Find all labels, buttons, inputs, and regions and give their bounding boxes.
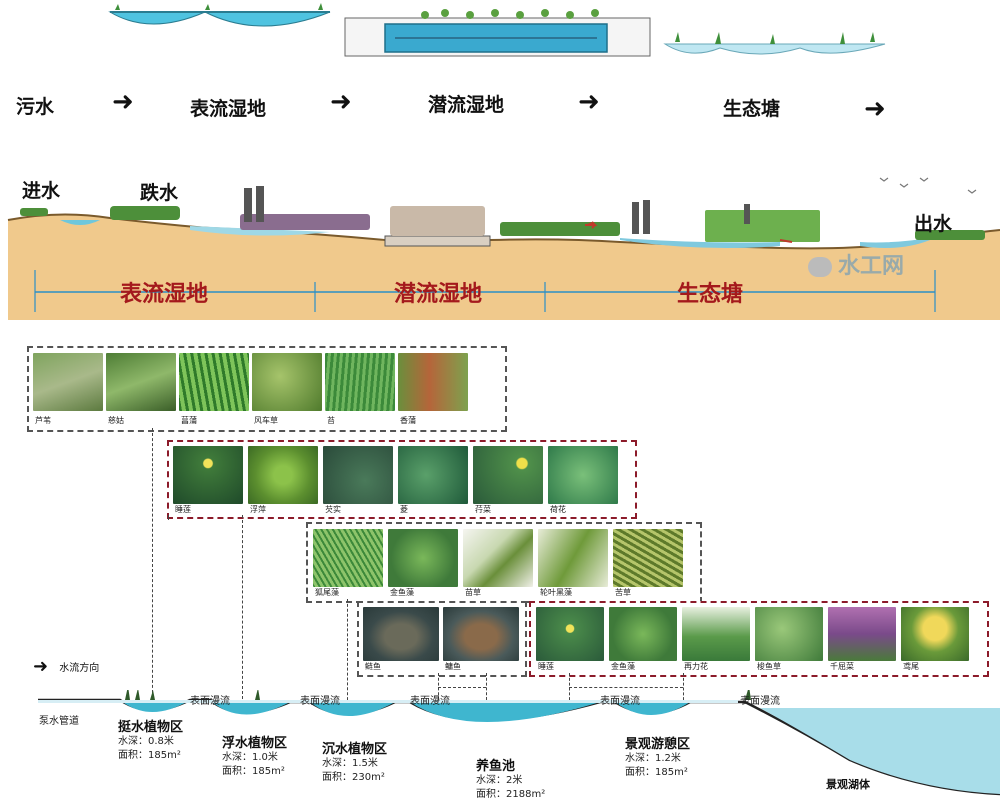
wechat-icon bbox=[808, 257, 832, 277]
pump-pipe-label: 泵水管道 bbox=[39, 716, 79, 727]
profile-label-drop: 跌水 bbox=[140, 182, 179, 204]
plant-thumb: 苗草 bbox=[463, 529, 533, 597]
overflow-label: 表面漫流 bbox=[300, 696, 340, 707]
flow-label-sewage: 污水 bbox=[16, 96, 55, 118]
zone-area: 面积：230m² bbox=[322, 772, 385, 783]
plant-thumb: 千屈菜 bbox=[828, 607, 896, 671]
zone-label-surface-wetland: 表流湿地 bbox=[120, 282, 209, 307]
wetland-profile-illustration bbox=[7, 177, 1000, 320]
connector-line bbox=[683, 673, 684, 705]
plant-thumb: 睡莲 bbox=[536, 607, 604, 671]
flow-label-subsurface-wetland: 潜流湿地 bbox=[428, 94, 505, 116]
zone-fish-pond: 养鱼池 水深：2米 面积：2188m² bbox=[476, 755, 545, 802]
overflow-label: 表面漫流 bbox=[740, 696, 780, 707]
plant-thumb: 金鱼藻 bbox=[609, 607, 677, 671]
flow-arrow-3: ➜ bbox=[578, 87, 600, 117]
arrow-right-icon: ➜ bbox=[33, 656, 49, 677]
flow-arrow-4: ➜ bbox=[864, 94, 886, 124]
plant-group-fish: 鲢鱼 鳙鱼 bbox=[357, 601, 527, 677]
plant-thumb: 浮萍 bbox=[248, 446, 318, 514]
plant-thumb: 慈姑 bbox=[106, 353, 176, 425]
overflow-label: 表面漫流 bbox=[600, 696, 640, 707]
flow-arrow-2: ➜ bbox=[330, 87, 352, 117]
zone-title: 养鱼池 bbox=[476, 759, 516, 774]
zone-depth: 水深：1.0米 bbox=[222, 752, 278, 763]
connector-line bbox=[152, 428, 153, 698]
plant-thumb: 菖蒲 bbox=[179, 353, 249, 425]
plant-thumb: 苔 bbox=[325, 353, 395, 425]
cross-section-illustration bbox=[38, 690, 1000, 796]
connector-line bbox=[569, 673, 570, 705]
profile-label-outlet: 出水 bbox=[914, 213, 953, 235]
fish-thumb: 鲢鱼 bbox=[363, 607, 439, 671]
flow-direction-legend: ➜ 水流方向 bbox=[33, 656, 100, 677]
zone-label-eco-pond: 生态塘 bbox=[677, 282, 744, 307]
connector-line bbox=[242, 515, 243, 699]
zone-label-subsurface-wetland: 潜流湿地 bbox=[394, 282, 483, 307]
zone-area: 面积：185m² bbox=[625, 767, 688, 778]
plant-thumb: 鸢尾 bbox=[901, 607, 969, 671]
plant-group-floating: 睡莲 浮萍 芡实 菱 荇菜 荷花 bbox=[167, 440, 637, 519]
zone-landscape: 景观游憩区 水深：1.2米 面积：185m² bbox=[625, 733, 690, 780]
plant-group-landscape: 睡莲 金鱼藻 再力花 梭鱼草 千屈菜 鸢尾 bbox=[529, 601, 989, 677]
top-section-illustration bbox=[108, 3, 886, 57]
zone-submerged: 沉水植物区 水深：1.5米 面积：230m² bbox=[322, 738, 387, 785]
connector-line bbox=[486, 673, 487, 700]
lake-label: 景观湖体 bbox=[826, 778, 870, 791]
connector-line bbox=[438, 673, 439, 700]
plant-thumb: 风车草 bbox=[252, 353, 322, 425]
plant-thumb: 睡莲 bbox=[173, 446, 243, 514]
zone-floating: 浮水植物区 水深：1.0米 面积：185m² bbox=[222, 732, 287, 779]
zone-depth: 水深：0.8米 bbox=[118, 736, 174, 747]
overflow-label: 表面漫流 bbox=[190, 696, 230, 707]
zone-title: 浮水植物区 bbox=[222, 736, 288, 751]
plant-thumb: 轮叶黑藻 bbox=[538, 529, 608, 597]
plant-thumb: 芦苇 bbox=[33, 353, 103, 425]
plant-thumb: 荇菜 bbox=[473, 446, 543, 514]
overflow-label: 表面漫流 bbox=[410, 696, 450, 707]
flow-arrow-1: ➜ bbox=[112, 87, 134, 117]
plant-thumb: 金鱼藻 bbox=[388, 529, 458, 597]
profile-label-inlet: 进水 bbox=[22, 180, 61, 202]
plant-group-submerged: 狐尾藻 金鱼藻 苗草 轮叶黑藻 苦草 bbox=[306, 522, 702, 603]
zone-title: 景观游憩区 bbox=[625, 737, 691, 752]
zone-area: 面积：185m² bbox=[118, 750, 181, 761]
zone-area: 面积：185m² bbox=[222, 766, 285, 777]
plant-thumb: 狐尾藻 bbox=[313, 529, 383, 597]
watermark: 水工网 bbox=[808, 248, 904, 280]
plant-thumb: 菱 bbox=[398, 446, 468, 514]
flow-label-eco-pond: 生态塘 bbox=[723, 98, 781, 120]
zone-depth: 水深：1.5米 bbox=[322, 758, 378, 769]
flow-label-surface-wetland: 表流湿地 bbox=[190, 98, 267, 120]
plant-thumb: 再力花 bbox=[682, 607, 750, 671]
zone-title: 挺水植物区 bbox=[118, 720, 184, 735]
zone-title: 沉水植物区 bbox=[322, 742, 388, 757]
connector-line bbox=[168, 515, 169, 520]
plant-thumb: 芡实 bbox=[323, 446, 393, 514]
zone-area: 面积：2188m² bbox=[476, 789, 546, 800]
fish-thumb: 鳙鱼 bbox=[443, 607, 519, 671]
connector-line bbox=[569, 687, 683, 688]
plant-thumb: 荷花 bbox=[548, 446, 618, 514]
zone-depth: 水深：1.2米 bbox=[625, 753, 681, 764]
plant-thumb: 苦草 bbox=[613, 529, 683, 597]
connector-line bbox=[347, 599, 348, 705]
plant-thumb: 梭鱼草 bbox=[755, 607, 823, 671]
plant-thumb: 香蒲 bbox=[398, 353, 468, 425]
zone-emergent: 挺水植物区 水深：0.8米 面积：185m² bbox=[118, 716, 183, 763]
zone-depth: 水深：2米 bbox=[476, 775, 523, 786]
plant-group-emergent: 芦苇 慈姑 菖蒲 风车草 苔 香蒲 bbox=[27, 346, 507, 432]
connector-line bbox=[438, 687, 486, 688]
